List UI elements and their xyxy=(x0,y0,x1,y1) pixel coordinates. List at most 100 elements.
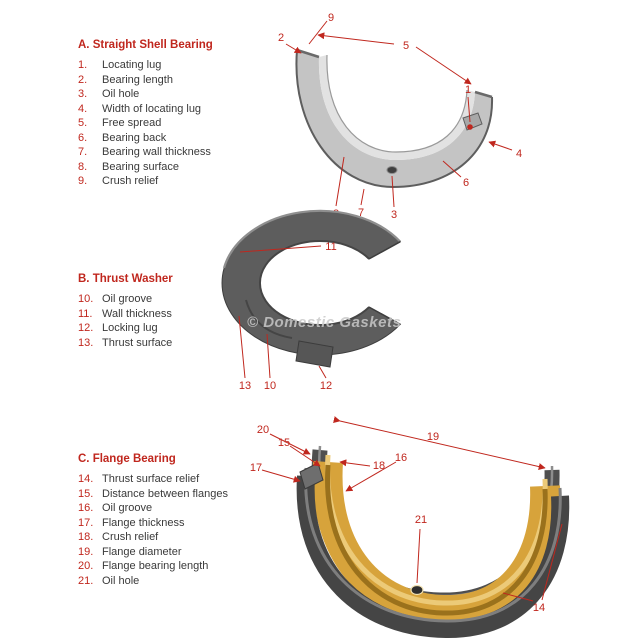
legend-item-number: 15. xyxy=(78,487,94,500)
leader-21 xyxy=(416,528,421,584)
legend-item: 8.Bearing surface xyxy=(78,160,278,175)
shell-right-end-face xyxy=(474,90,493,99)
section-c-heading: C. Flange Bearing xyxy=(78,453,176,465)
leader-17 xyxy=(261,469,301,483)
legend-item-label: Oil hole xyxy=(102,88,140,100)
legend-straight-shell-bearing: A. Straight Shell Bearing 1. Locating lug… xyxy=(78,38,278,189)
callout-19: 19 xyxy=(427,431,439,443)
gold-surface-highlight xyxy=(325,454,548,606)
washer-inner-shadow xyxy=(258,240,370,326)
legend-item: 6.Bearing back xyxy=(78,131,278,146)
legend-item-label: Thrust surface relief xyxy=(102,473,200,485)
callout-16: 16 xyxy=(395,452,407,464)
legend-item-label: Locating lug xyxy=(102,59,162,71)
legend-item: 19. Flange diameter xyxy=(78,545,278,560)
legend-item: 12.Locking lug xyxy=(78,321,278,336)
washer-outer-highlight xyxy=(222,209,402,269)
callout-20: 20 xyxy=(257,424,269,436)
callout-15: 15 xyxy=(278,437,290,449)
legend-item-label: Oil groove xyxy=(102,502,153,514)
leader-10 xyxy=(266,333,271,379)
callout-3: 3 xyxy=(391,209,397,221)
callout-4: 4 xyxy=(516,148,522,160)
legend-item: 14. Thrust surface relief xyxy=(78,472,278,487)
thrust-washer-illustration: © Domestic Gaskets xyxy=(221,209,402,368)
leader-11 xyxy=(239,245,322,253)
legend-item-label: Distance between flanges xyxy=(102,487,228,500)
legend-item-label: Thrust surface xyxy=(102,336,173,349)
callout-21: 21 xyxy=(415,514,427,526)
legend-item: 15. Distance between flanges xyxy=(78,487,278,502)
leader-2 xyxy=(285,43,302,54)
legend-item: 18.Crush relief xyxy=(78,530,278,545)
legend-item-number: 13. xyxy=(78,336,94,349)
legend-item: 13. Thrust surface xyxy=(78,336,278,351)
leader-18 xyxy=(339,459,371,467)
legend-item-number: 6. xyxy=(78,131,88,144)
legend-item-label: Bearing wall thickness xyxy=(102,146,211,158)
legend-item-number: 14. xyxy=(78,473,94,485)
legend-item-label: Oil groove xyxy=(102,293,153,305)
leader-1 xyxy=(467,96,471,123)
legend-item-label: Width of locating lug xyxy=(102,102,202,115)
washer-end-faces xyxy=(368,241,401,325)
legend-item-number: 12. xyxy=(78,322,94,334)
callout-5: 5 xyxy=(403,40,409,52)
shell-inner-rim-line xyxy=(326,54,468,153)
legend-item-number: 8. xyxy=(78,160,88,173)
watermark-text: © Domestic Gaskets xyxy=(247,314,401,331)
leader-15 xyxy=(289,445,321,467)
legend-item: 2. Bearing length xyxy=(78,73,278,88)
legend-item-number: 18. xyxy=(78,531,94,543)
front-flange-edge-highlight xyxy=(304,467,562,623)
legend-item-number: 7. xyxy=(78,146,88,158)
legend-item: 10. Oil groove xyxy=(78,292,278,307)
thrust-washer-callout-lines: 11 13 10 12 xyxy=(238,241,337,392)
legend-item: 16. Oil groove xyxy=(78,501,278,516)
legend-item: 3.Oil hole xyxy=(78,87,278,102)
legend-item-number: 1. xyxy=(78,59,88,71)
callout-14: 14 xyxy=(533,602,545,614)
legend-item-number: 9. xyxy=(78,175,88,187)
legend-item-number: 10. xyxy=(78,293,94,305)
legend-item: 9. Crush relief xyxy=(78,174,278,189)
legend-item-number: 2. xyxy=(78,73,88,86)
leader-16 xyxy=(345,461,397,492)
legend-item-label: Flange bearing length xyxy=(102,560,209,572)
leader-6 xyxy=(442,160,462,178)
legend-flange-bearing: C. Flange Bearing 14. Thrust surface reli… xyxy=(78,452,278,588)
callout-18: 18 xyxy=(373,460,385,472)
section-b-heading: B. Thrust Washer xyxy=(78,273,173,285)
callout-11: 11 xyxy=(325,241,336,253)
leader-3 xyxy=(391,175,395,208)
callout-9: 9 xyxy=(328,12,334,24)
flange-bearing-illustration xyxy=(296,445,570,639)
callout-12: 12 xyxy=(320,380,332,392)
legend-item-number: 20. xyxy=(78,560,94,572)
legend-item: 11.Wall thickness xyxy=(78,307,278,322)
legend-item-label: Oil hole xyxy=(102,574,140,587)
leader-14-right xyxy=(541,523,563,601)
legend-item-label: Flange diameter xyxy=(102,545,182,558)
leader-14-left xyxy=(502,592,534,602)
callout-7: 7 xyxy=(358,207,364,219)
leader-4 xyxy=(488,140,513,151)
locking-lug xyxy=(295,340,334,368)
legend-item-number: 19. xyxy=(78,545,94,558)
section-a-heading: A. Straight Shell Bearing xyxy=(78,39,213,51)
oil-hole xyxy=(386,166,398,174)
legend-item-label: Crush relief xyxy=(102,175,159,187)
callout-10: 10 xyxy=(264,380,276,392)
leader-7 xyxy=(360,188,365,206)
straight-shell-callout-lines: 9 2 5 1 4 6 3 7 8 xyxy=(278,12,522,221)
legend-item: 20. Flange bearing length xyxy=(78,559,278,574)
callout-2: 2 xyxy=(278,32,284,44)
legend-item-number: 16. xyxy=(78,502,94,514)
legend-item-number: 5. xyxy=(78,117,88,129)
legend-item: 7. Bearing wall thickness xyxy=(78,145,278,160)
leader-13 xyxy=(238,315,246,379)
washer-oil-groove xyxy=(245,299,293,339)
legend-thrust-washer: B. Thrust Washer 10. Oil groove 11.Wall t… xyxy=(78,272,278,350)
legend-item-label: Bearing length xyxy=(102,73,173,86)
